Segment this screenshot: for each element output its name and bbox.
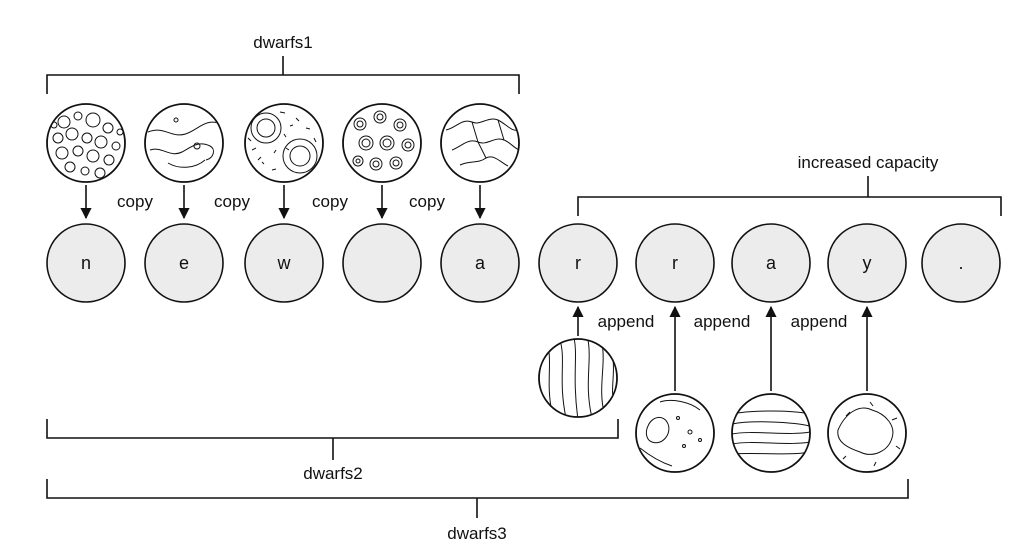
dwarfs1-bracket: dwarfs1 bbox=[46, 33, 520, 94]
array-cell bbox=[342, 223, 422, 303]
bubbly-planet-icon bbox=[46, 103, 126, 183]
cell-char: n bbox=[81, 253, 91, 273]
append-label: append bbox=[694, 312, 751, 331]
dwarfs3-bracket: dwarfs3 bbox=[46, 479, 909, 543]
array-cell: e bbox=[144, 223, 224, 303]
append-label: append bbox=[791, 312, 848, 331]
array-cell: a bbox=[731, 223, 811, 303]
dwarfs3-label: dwarfs3 bbox=[447, 524, 507, 543]
cell-char: e bbox=[179, 253, 189, 273]
banded-planet-icon bbox=[731, 393, 811, 473]
cell-char: r bbox=[672, 253, 678, 273]
array-cells: n e w a r r a y . bbox=[46, 223, 1001, 303]
copy-label: copy bbox=[312, 192, 348, 211]
array-cell: a bbox=[440, 223, 520, 303]
append-arrows bbox=[572, 305, 873, 391]
array-cell: n bbox=[46, 223, 126, 303]
cell-char: y bbox=[863, 253, 872, 273]
cell-char: r bbox=[575, 253, 581, 273]
append-label: append bbox=[598, 312, 655, 331]
ringed-cells-planet-icon bbox=[342, 103, 422, 183]
increased-capacity-bracket: increased capacity bbox=[577, 153, 1002, 216]
swirl-planet-icon bbox=[144, 103, 224, 183]
cratered-planet-icon bbox=[635, 393, 715, 473]
cell-char: . bbox=[958, 253, 963, 273]
streaked-planet-icon bbox=[538, 338, 618, 418]
array-cell: y bbox=[827, 223, 907, 303]
dwarfs2-label: dwarfs2 bbox=[303, 464, 363, 483]
increased-capacity-label: increased capacity bbox=[798, 153, 939, 172]
spotted-planet-icon bbox=[827, 393, 907, 473]
dwarfs1-label: dwarfs1 bbox=[253, 33, 313, 52]
copy-arrows bbox=[80, 185, 486, 220]
network-planet-icon bbox=[440, 103, 520, 183]
dwarfs2-bracket: dwarfs2 bbox=[46, 419, 619, 483]
array-cell: r bbox=[635, 223, 715, 303]
cell-char: w bbox=[277, 253, 292, 273]
copy-label: copy bbox=[214, 192, 250, 211]
array-cell: w bbox=[244, 223, 324, 303]
array-cell: . bbox=[921, 223, 1001, 303]
copy-label: copy bbox=[409, 192, 445, 211]
crater-planet-icon bbox=[244, 103, 324, 183]
array-cell: r bbox=[538, 223, 618, 303]
copy-label: copy bbox=[117, 192, 153, 211]
cell-char: a bbox=[766, 253, 777, 273]
cell-char: a bbox=[475, 253, 486, 273]
